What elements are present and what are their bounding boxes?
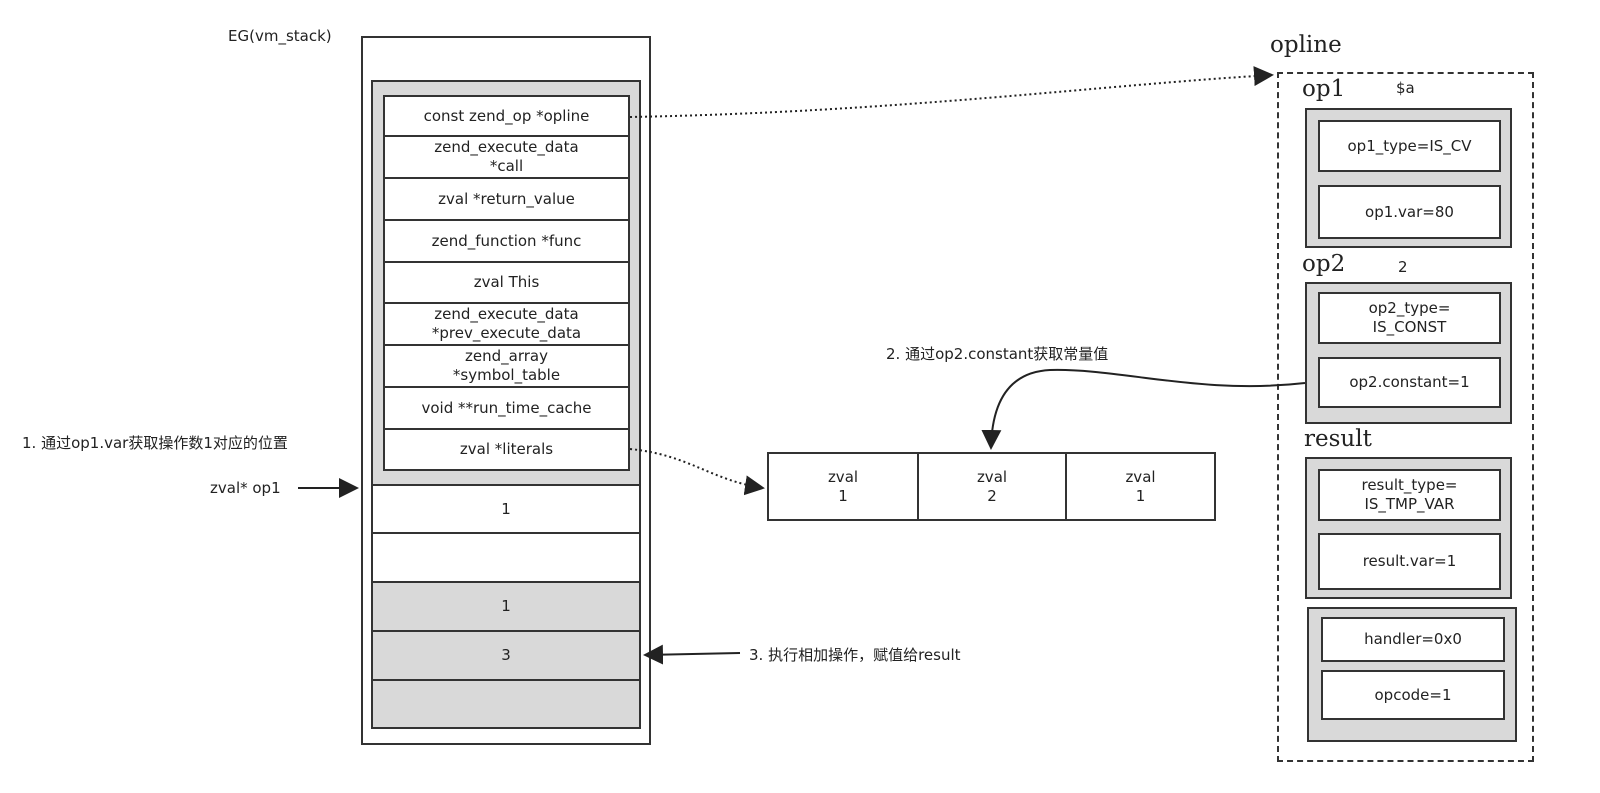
result-label: result (1304, 426, 1372, 452)
field-this: zval This (383, 261, 630, 304)
op2-constant-arrow (981, 368, 1306, 450)
stack-slot-tmp (371, 679, 641, 729)
opline-pointer-arrow (629, 66, 1274, 118)
field-prev-execute-data: zend_execute_data *prev_execute_data (383, 302, 630, 346)
op1-note: $a (1396, 79, 1415, 97)
result-assign-arrow (643, 644, 741, 665)
op2-note: 2 (1398, 258, 1408, 276)
literals-pointer-arrow (629, 448, 765, 496)
field-func: zend_function *func (383, 219, 630, 263)
op1-type: op1_type=IS_CV (1318, 120, 1501, 172)
op1-label: op1 (1302, 76, 1346, 102)
result-var: result.var=1 (1318, 533, 1501, 590)
step1-annotation: 1. 通过op1.var获取操作数1对应的位置 (22, 434, 288, 452)
literal-0-value: 1 (838, 486, 848, 505)
opcode-field: opcode=1 (1321, 670, 1505, 720)
step2-annotation: 2. 通过op2.constant获取常量值 (886, 345, 1109, 363)
literal-0-type: zval (827, 467, 859, 486)
literal-2-value: 1 (1135, 486, 1146, 505)
literal-1-type: zval (976, 467, 1008, 486)
literal-0: zval 1 (767, 452, 919, 521)
vm-stack-title: EG(vm_stack) (228, 27, 332, 45)
op2-label: op2 (1302, 251, 1346, 277)
stack-slot-empty (371, 532, 641, 583)
op1-var: op1.var=80 (1318, 185, 1501, 239)
literal-2: zval 1 (1065, 452, 1216, 521)
literal-1-value: 2 (987, 486, 997, 505)
literal-1: zval 2 (917, 452, 1067, 521)
op2-type: op2_type= IS_CONST (1318, 292, 1501, 344)
field-literals: zval *literals (383, 428, 630, 471)
result-type: result_type= IS_TMP_VAR (1318, 469, 1501, 521)
field-call: zend_execute_data *call (383, 135, 630, 179)
op2-constant: op2.constant=1 (1318, 357, 1501, 408)
vm-stack-container (361, 36, 651, 745)
handler-field: handler=0x0 (1321, 617, 1505, 662)
field-run-time-cache: void **run_time_cache (383, 386, 630, 430)
opline-title: opline (1270, 32, 1342, 58)
step3-annotation: 3. 执行相加操作，赋值给result (749, 646, 961, 664)
op1-pointer-label: zval* op1 (210, 479, 281, 497)
opline-container (1277, 72, 1534, 762)
literal-2-type: zval (1125, 467, 1156, 486)
